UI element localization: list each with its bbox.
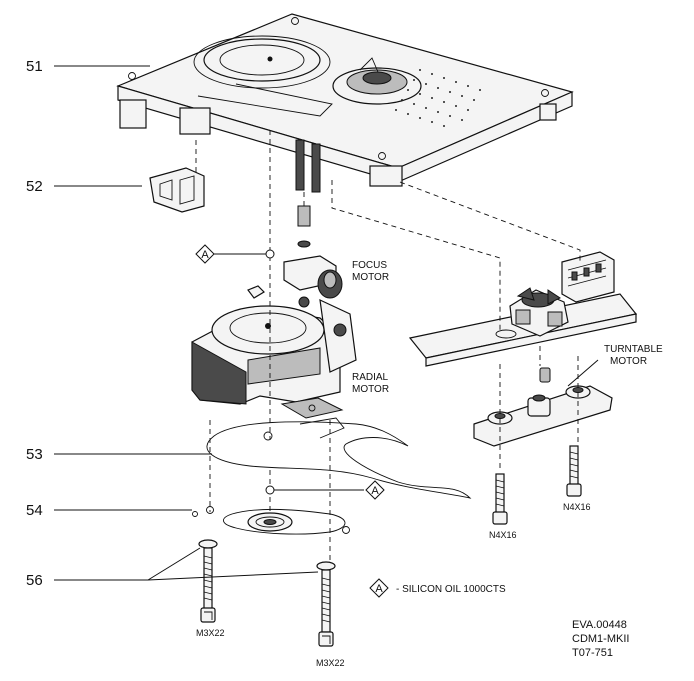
focus-motor-label-line2: MOTOR [352, 272, 389, 283]
callout-56: 56 [26, 572, 43, 589]
screw-m3x22-left [198, 539, 218, 623]
screw-n4x16-left-label: N4X16 [489, 530, 517, 540]
focus-motor-label-line1: FOCUS [352, 260, 387, 271]
connector-block [561, 251, 615, 303]
turntable-spindle-motor [509, 287, 569, 337]
reference-line2: CDM1-MKII [572, 633, 629, 645]
screw-m3x22-right [316, 561, 336, 647]
screw-m3x22-left-label: M3X22 [196, 628, 225, 638]
turntable-motor-label-line2: MOTOR [610, 356, 647, 367]
callout-leaders [54, 65, 599, 581]
legend-symbol: A [375, 583, 383, 595]
radial-motor-label-line2: MOTOR [352, 384, 389, 395]
motor-mount-bracket [473, 367, 613, 447]
screw-m3x22-right-label: M3X22 [316, 658, 345, 668]
screw-n4x16-right [566, 445, 582, 497]
callout-51: 51 [26, 58, 43, 75]
oil-marker-lower-symbol: A [371, 485, 379, 497]
clip-part-52 [149, 167, 205, 213]
callout-54: 54 [26, 502, 43, 519]
callout-52: 52 [26, 178, 43, 195]
base-plate-53 [206, 417, 472, 499]
sled-radial-motor [191, 296, 357, 419]
oil-marker-lower: A [265, 480, 385, 500]
spring-plate-54 [192, 506, 350, 535]
reference-line3: T07-751 [572, 647, 613, 659]
oil-marker-upper-symbol: A [201, 249, 209, 261]
screw-n4x16-left [492, 473, 508, 525]
radial-motor-label-line1: RADIAL [352, 372, 389, 383]
vent-dot-grid [395, 69, 481, 127]
legend-text: - SILICON OIL 1000CTS [396, 584, 506, 595]
drawing-reference: EVA.00448 CDM1-MKII T07-751 [572, 619, 629, 659]
oil-marker-upper: A [195, 244, 275, 264]
chassis-plate-51 [116, 13, 574, 193]
turntable-motor-label-line1: TURNTABLE [604, 344, 663, 355]
focus-motor-assembly [247, 205, 343, 299]
reference-line1: EVA.00448 [572, 619, 627, 631]
screw-n4x16-right-label: N4X16 [563, 502, 591, 512]
callout-53: 53 [26, 446, 43, 463]
silicon-oil-legend: A - SILICON OIL 1000CTS [369, 578, 506, 598]
